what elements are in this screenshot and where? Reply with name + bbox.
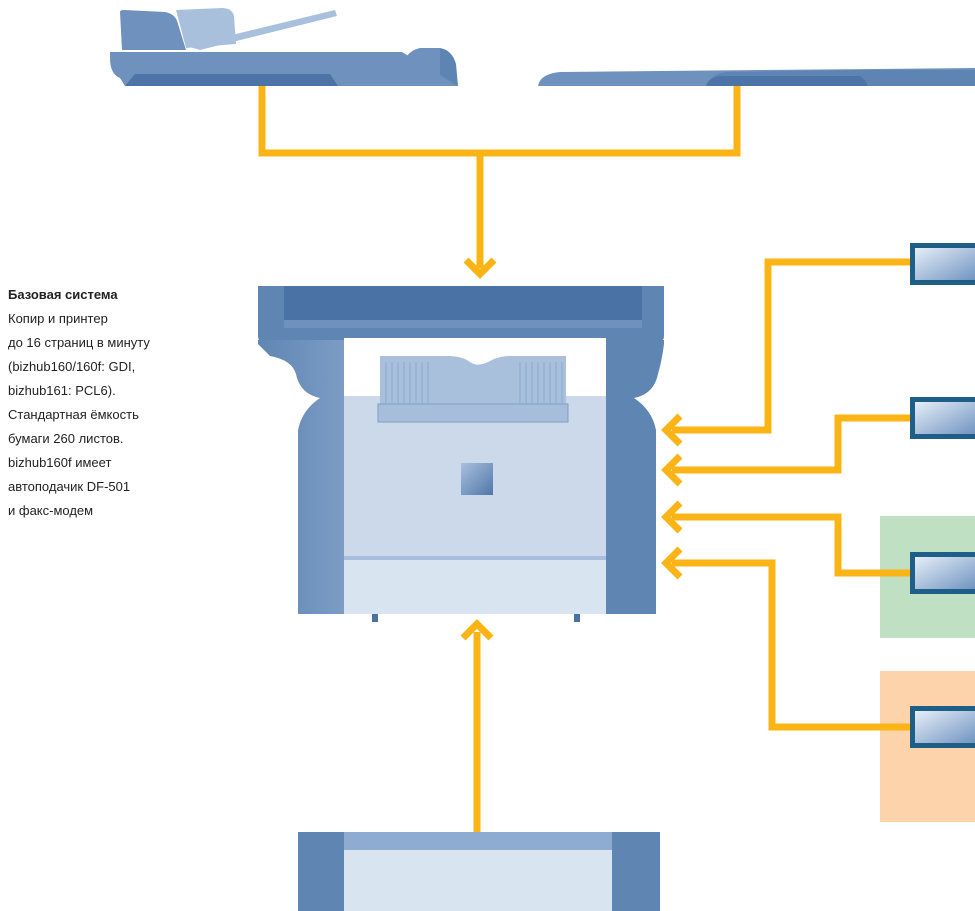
description-line: автоподачик DF-501 (8, 479, 131, 494)
connector-option-3 (672, 513, 910, 577)
panel-button-icon[interactable] (461, 463, 493, 495)
description-line: (bizhub160/160f: GDI, (8, 359, 136, 374)
adf-device-icon[interactable] (110, 8, 458, 86)
arrow-left-4 (661, 546, 683, 580)
description-line: Стандартная ёмкость (8, 407, 139, 422)
arrow-up (460, 619, 494, 641)
arrow-left-3 (661, 500, 683, 534)
arrow-left-2 (661, 453, 683, 487)
description-line: и факс-модем (8, 503, 94, 518)
original-cover-icon[interactable] (538, 68, 975, 86)
interface-module-3[interactable] (910, 552, 975, 594)
description-line: до 16 страниц в минуту (8, 335, 150, 350)
connector-adf (258, 86, 741, 157)
arrow-left-1 (661, 413, 683, 447)
connector-option-2 (672, 414, 910, 474)
description-line: бумаги 260 листов. (8, 431, 124, 446)
connector-option-1 (672, 258, 910, 434)
interface-module-4[interactable] (910, 706, 975, 748)
base-system-description: Базовая система Копир и принтер до 16 ст… (8, 283, 218, 523)
paper-cassette-icon[interactable] (298, 832, 660, 911)
description-line: Копир и принтер (8, 311, 108, 326)
connector-lines (258, 86, 910, 832)
multifunction-printer-icon[interactable] (258, 286, 664, 622)
description-line: bizhub161: PCL6). (8, 383, 116, 398)
description-line: bizhub160f имеет (8, 455, 112, 470)
interface-module-1[interactable] (910, 243, 975, 285)
connector-option-4 (672, 559, 910, 731)
arrow-heads (460, 257, 683, 641)
arrow-down (463, 257, 497, 279)
interface-module-2[interactable] (910, 397, 975, 439)
description-title: Базовая система (8, 287, 118, 302)
